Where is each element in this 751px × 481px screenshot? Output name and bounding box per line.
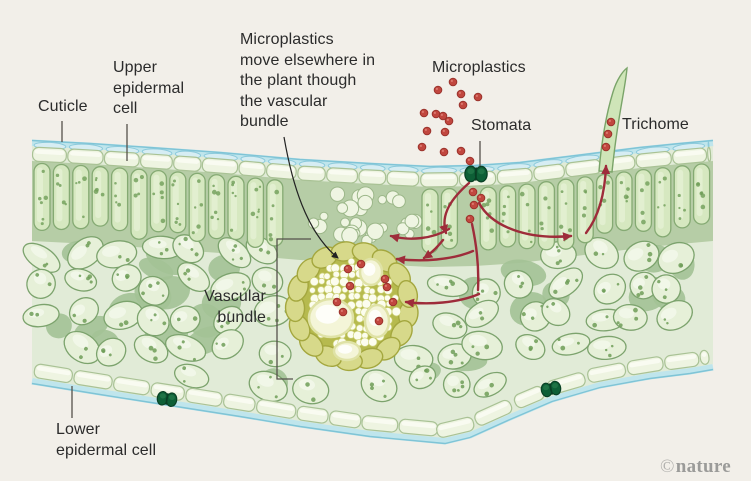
- palisade-cells: [33, 162, 711, 254]
- label-microplastics-move: Microplastics move elsewhere in the plan…: [240, 31, 376, 130]
- label-trichome: Trichome: [622, 116, 689, 133]
- microplastic-particles: [332, 77, 616, 326]
- nature-logo-text: nature: [675, 456, 731, 477]
- spongy-mesophyll: [22, 234, 695, 405]
- microplastic-flow-arrows: [389, 164, 611, 308]
- label-cuticle: Cuticle: [38, 98, 88, 115]
- label-vascular-bundle: Vascular bundle: [204, 288, 266, 326]
- stomata-icon: [464, 165, 488, 183]
- label-microplastics: Microplastics: [432, 59, 526, 76]
- vascular-bundle-bracket: [276, 238, 311, 380]
- vascular-bundle: [284, 241, 419, 372]
- pointer-lines: [61, 121, 481, 418]
- stomata-icon: [540, 380, 562, 398]
- label-upper-epidermal: Upper epidermal cell: [113, 59, 185, 117]
- stomata-icon: [156, 390, 178, 408]
- label-lower-epidermal: Lower epidermal cell: [56, 421, 157, 459]
- label-stomata: Stomata: [471, 117, 532, 134]
- annotation-arrow: [283, 136, 339, 259]
- copyright-icon: ©: [659, 456, 675, 477]
- nature-logo: ©nature: [660, 456, 731, 478]
